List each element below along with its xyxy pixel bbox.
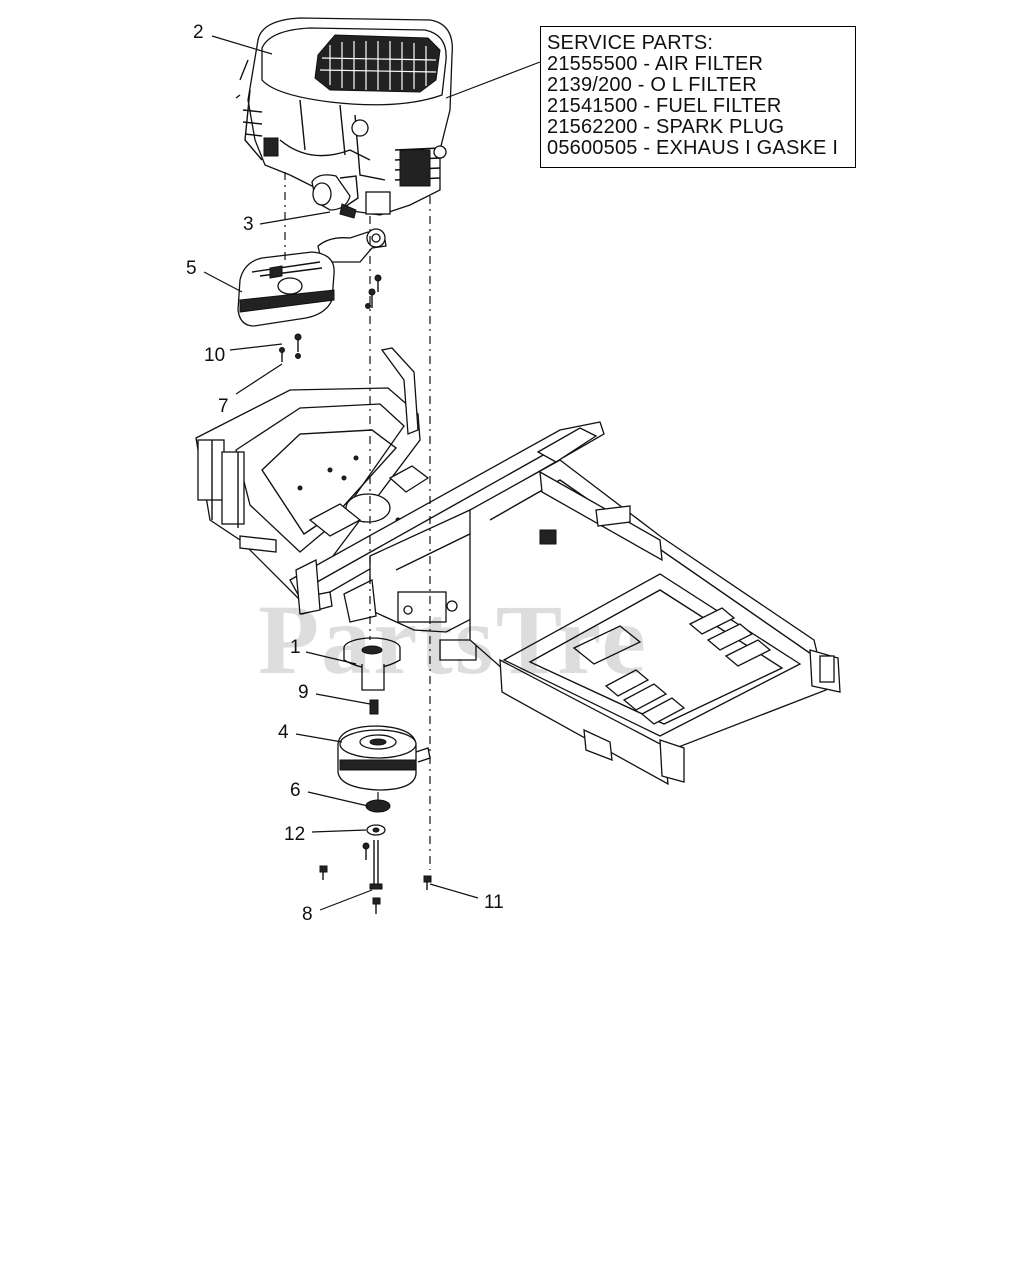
fasteners [319,840,432,914]
service-part-item: 05600505 - EXHAUS I GASKE I [547,137,839,159]
callout-2: 2 [193,22,204,43]
callout-1: 1 [290,637,301,658]
callout-6: 6 [290,780,301,801]
mower-frame [195,347,841,786]
callout-5: 5 [186,258,197,279]
callout-3: 3 [243,214,254,235]
service-parts-title: SERVICE PARTS: [547,32,714,54]
pulley-assembly [343,637,401,715]
pto-clutch [337,725,431,836]
callout-11: 11 [484,892,504,913]
engine [235,17,453,219]
watermark: PartsTre [258,584,648,695]
service-part-item: 21562200 - SPARK PLUG [547,116,785,138]
callout-7: 7 [218,396,229,417]
service-part-item: 2139/200 - O L FILTER [547,74,757,96]
service-part-item: 21555500 - AIR FILTER [547,53,764,75]
service-part-item: 21541500 - FUEL FILTER [547,95,782,117]
assembly-lines [284,172,431,870]
muffler-bolts [279,274,382,362]
callout-8: 8 [302,904,313,925]
muffler [237,228,387,327]
callout-9: 9 [298,682,309,703]
service-parts-box: SERVICE PARTS: 21555500 - AIR FILTER 213… [540,26,856,168]
leader-lines [203,35,541,911]
callout-12: 12 [284,824,306,845]
callout-4: 4 [278,722,289,743]
callout-10: 10 [204,345,226,366]
